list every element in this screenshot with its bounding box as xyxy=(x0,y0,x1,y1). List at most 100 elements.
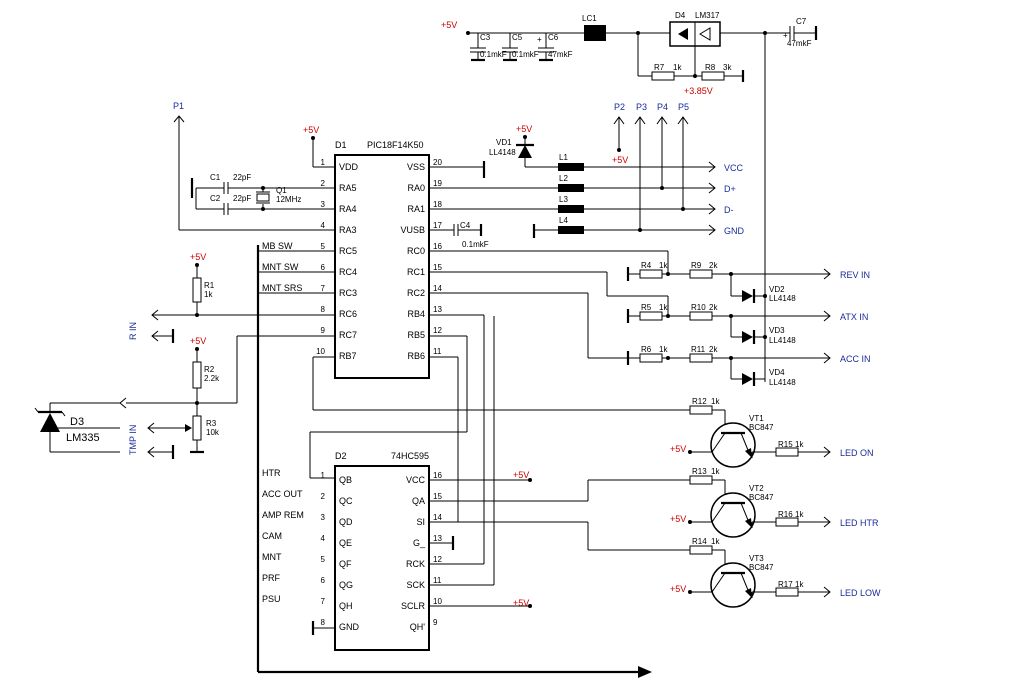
svg-text:C4: C4 xyxy=(460,221,471,230)
svg-text:P4: P4 xyxy=(657,102,668,112)
svg-text:R11: R11 xyxy=(691,345,706,354)
pin-name: QH' xyxy=(410,622,426,632)
pin-number: 6 xyxy=(321,576,326,585)
pin-number: 15 xyxy=(433,263,442,272)
pin-number: 14 xyxy=(433,284,442,293)
pin-name: VSS xyxy=(407,162,425,172)
svg-text:C2: C2 xyxy=(210,194,221,203)
pin-name: RCK xyxy=(406,559,425,569)
svg-text:VT1: VT1 xyxy=(749,414,764,423)
pin-number: 6 xyxy=(321,263,326,272)
lc1-ref: LC1 xyxy=(582,14,597,23)
svg-text:R15: R15 xyxy=(778,440,793,449)
svg-text:+5V: +5V xyxy=(303,125,319,135)
svg-text:R1: R1 xyxy=(204,281,215,290)
svg-text:L3: L3 xyxy=(559,195,568,204)
pin-number: 3 xyxy=(321,200,326,209)
svg-text:10k: 10k xyxy=(206,428,220,437)
pin-number: 10 xyxy=(433,597,442,606)
svg-text:1k: 1k xyxy=(659,345,668,354)
c5-ref: C5 xyxy=(512,33,523,42)
c6-value: 47mkF xyxy=(548,50,573,59)
svg-text:+5V: +5V xyxy=(612,155,628,165)
lc1-inductor xyxy=(584,25,606,41)
pin-name: SCLR xyxy=(401,601,426,611)
svg-text:R5: R5 xyxy=(641,303,652,312)
svg-text:VD3: VD3 xyxy=(769,326,785,335)
pin-number: 12 xyxy=(433,555,442,564)
port-led-on: LED ON xyxy=(840,448,874,458)
pin-number: 1 xyxy=(321,158,326,167)
pin-number: 9 xyxy=(433,618,438,627)
d4-ref: D4 xyxy=(675,11,686,20)
svg-text:1k: 1k xyxy=(204,290,213,299)
pin-name: VDD xyxy=(339,162,359,172)
svg-text:+5V: +5V xyxy=(670,444,686,454)
pin-number: 18 xyxy=(433,200,442,209)
svg-text:C1: C1 xyxy=(210,173,221,182)
pin-number: 13 xyxy=(433,305,442,314)
svg-text:P1: P1 xyxy=(173,101,184,111)
pin-name: QC xyxy=(339,496,353,506)
svg-text:L2: L2 xyxy=(559,174,568,183)
r7-value: 1k xyxy=(673,63,682,72)
svg-text:+5V: +5V xyxy=(441,20,457,30)
svg-text:R16: R16 xyxy=(778,510,793,519)
pin-name: RA3 xyxy=(339,225,357,235)
svg-text:ACC OUT: ACC OUT xyxy=(262,489,303,499)
port-led-low: LED LOW xyxy=(840,588,881,598)
svg-text:L1: L1 xyxy=(559,153,568,162)
pin-name: RB5 xyxy=(407,330,425,340)
svg-text:VD4: VD4 xyxy=(769,368,785,377)
port-dminus: D- xyxy=(724,205,734,215)
svg-text:1k: 1k xyxy=(711,467,720,476)
pin-number: 14 xyxy=(433,513,442,522)
port-dplus: D+ xyxy=(724,184,736,194)
svg-text:D2: D2 xyxy=(335,451,347,461)
svg-text:1k: 1k xyxy=(659,261,668,270)
r8-ref: R8 xyxy=(705,63,716,72)
pin-number: 16 xyxy=(433,242,442,251)
net-mnt-srs: MNT SRS xyxy=(262,283,302,293)
pin-number: 17 xyxy=(433,221,442,230)
pin-number: 3 xyxy=(321,513,326,522)
d4-value: LM317 xyxy=(695,11,720,20)
svg-text:0.1mkF: 0.1mkF xyxy=(462,240,489,249)
svg-text:BC847: BC847 xyxy=(749,423,774,432)
svg-text:+5V: +5V xyxy=(190,336,206,346)
pin-number: 9 xyxy=(321,326,326,335)
pin-name: RA0 xyxy=(407,183,425,193)
port-vcc: VCC xyxy=(724,163,744,173)
net-mnt-sw: MNT SW xyxy=(262,262,299,272)
svg-text:1k: 1k xyxy=(795,440,804,449)
svg-text:1k: 1k xyxy=(711,537,720,546)
svg-text:12MHz: 12MHz xyxy=(276,195,301,204)
d3-value: LM335 xyxy=(66,432,100,444)
c3-value: 0.1mkF xyxy=(480,50,507,59)
svg-text:LL4148: LL4148 xyxy=(489,148,516,157)
pin-name: QE xyxy=(339,538,352,548)
pin-name: RC7 xyxy=(339,330,357,340)
svg-text:22pF: 22pF xyxy=(233,173,251,182)
svg-text:R17: R17 xyxy=(778,580,793,589)
port-led-htr: LED HTR xyxy=(840,518,879,528)
pin-number: 7 xyxy=(321,284,326,293)
svg-text:1k: 1k xyxy=(795,510,804,519)
svg-text:P3: P3 xyxy=(636,102,647,112)
net-mb-sw: MB SW xyxy=(262,241,293,251)
pin-name: QH xyxy=(339,601,353,611)
pin-name: RA4 xyxy=(339,204,357,214)
pin-number: 1 xyxy=(321,471,326,480)
pin-number: 10 xyxy=(316,347,325,356)
port-r-in: R IN xyxy=(128,322,138,340)
svg-text:+: + xyxy=(783,31,788,40)
d1-part: PIC18F14K50 xyxy=(367,140,424,150)
usb-section: +5V VD1 LL4148 L1 VCC L2 D+ L3 D- C4 0.1… xyxy=(429,102,745,249)
svg-text:MNT: MNT xyxy=(262,552,282,562)
pin-name: QG xyxy=(339,580,353,590)
port-atx-in: ATX IN xyxy=(840,312,868,322)
pin-name: SCK xyxy=(406,580,425,590)
